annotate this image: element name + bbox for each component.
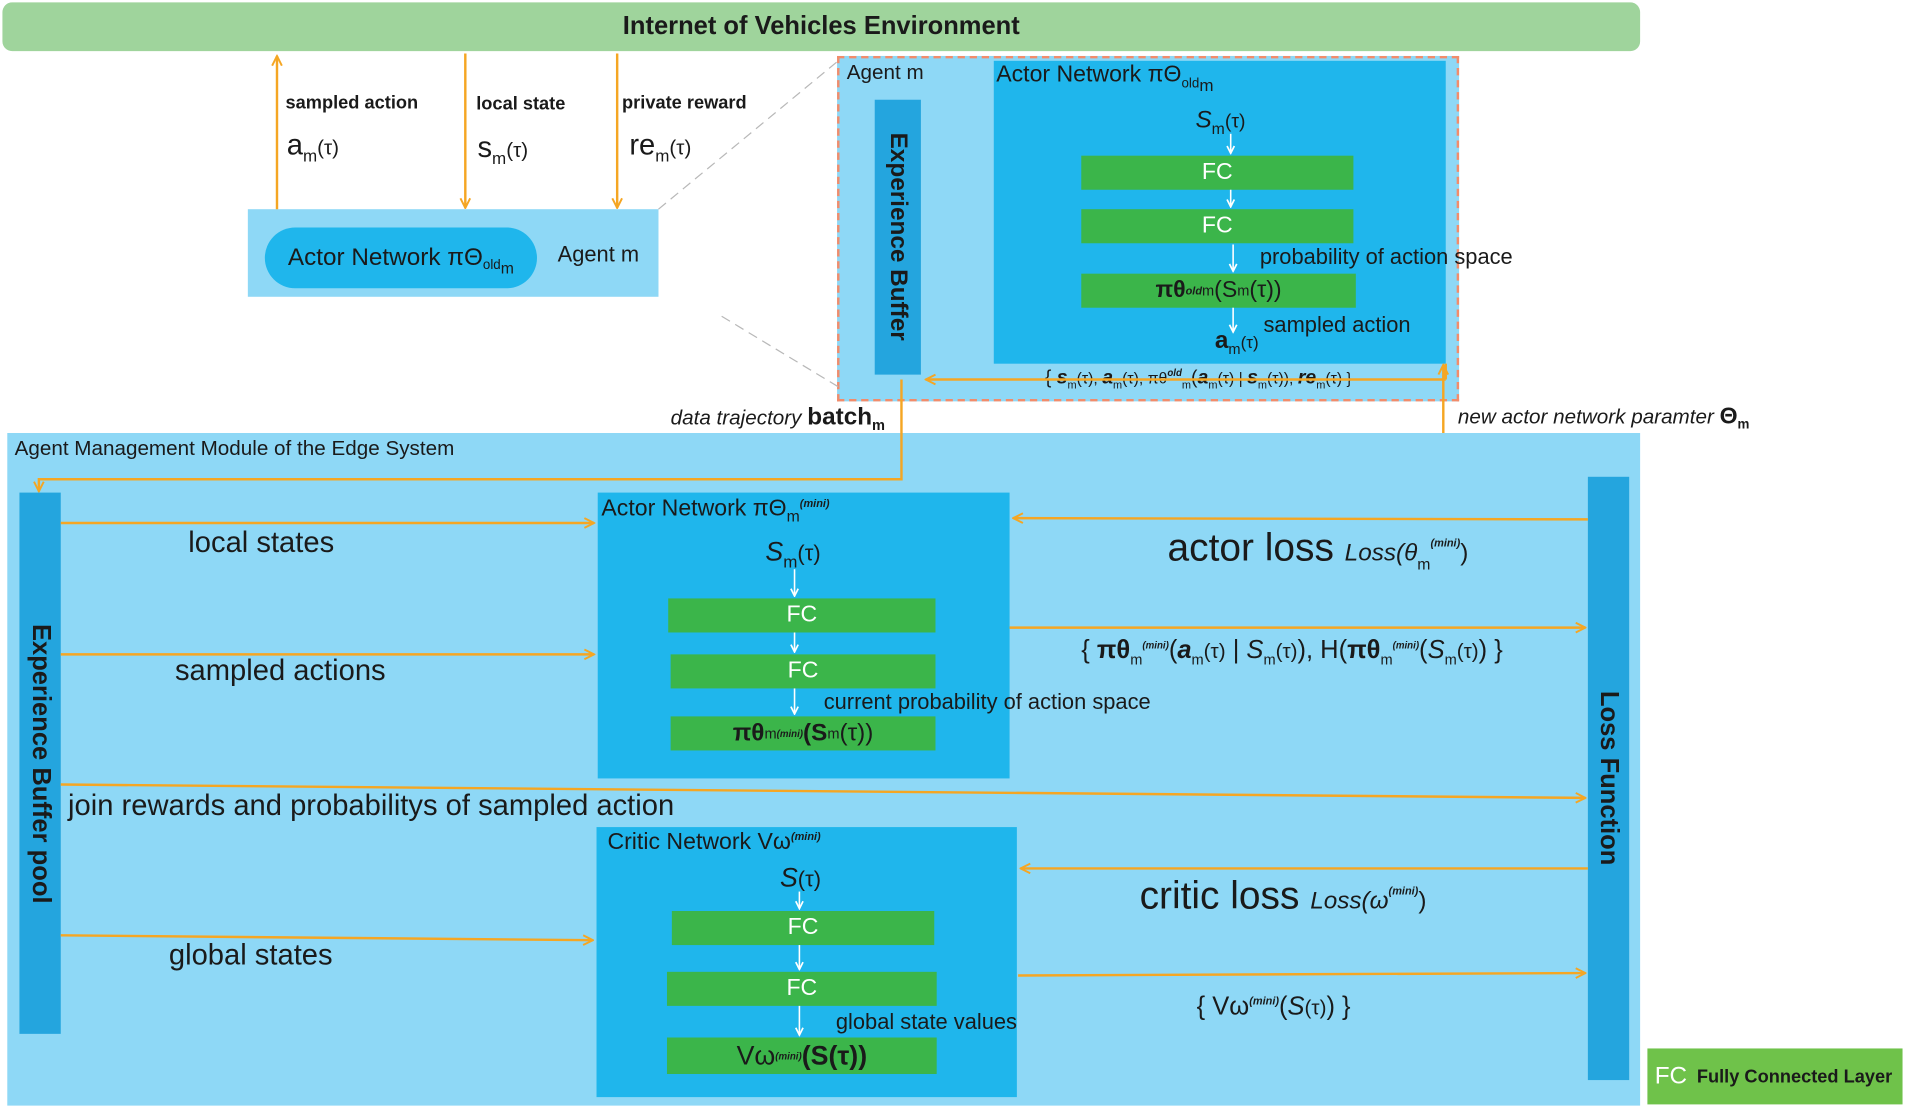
flow-global-states: global states bbox=[168, 938, 333, 972]
zoom-line-top bbox=[658, 60, 839, 210]
module-critic-input: S(τ) bbox=[779, 862, 822, 893]
critic-output-set: { Vω(mini)(S(τ)) } bbox=[1196, 992, 1351, 1021]
agent-actor-title: Actor Network πΘoldm bbox=[996, 62, 1214, 95]
local-state-label: local state bbox=[476, 93, 566, 115]
module-actor-title: Actor Network πΘm(mini) bbox=[601, 496, 830, 526]
top-actor-pill-sub2: m bbox=[500, 258, 514, 277]
module-actor-fc-2: FC bbox=[670, 654, 936, 689]
agent-trajectory-tuple: { sm(τ), am(τ), πθoldm(am(τ) | sm(τ)), r… bbox=[1044, 367, 1352, 392]
flow-sampled-actions: sampled actions bbox=[174, 654, 386, 688]
environment-title: Internet of Vehicles Environment bbox=[622, 12, 1020, 41]
agent-experience-buffer: Experience Buffer bbox=[874, 99, 921, 375]
private-reward-label: private reward bbox=[622, 92, 747, 114]
module-critic-output: Vω(mini)(S(τ)) bbox=[666, 1037, 937, 1074]
sampled-action-symbol: am(τ) bbox=[286, 128, 340, 166]
loss-function-label: Loss Function bbox=[1595, 691, 1624, 866]
environment-banner: Internet of Vehicles Environment bbox=[2, 2, 1641, 52]
critic-loss: critic loss Loss(ω(mini)) bbox=[1139, 873, 1427, 918]
top-agent-label: Agent m bbox=[557, 242, 640, 267]
sampled-action-label: sampled action bbox=[285, 92, 419, 114]
flow-local-states: local states bbox=[188, 526, 335, 560]
agent-detail-label: Agent m bbox=[846, 60, 924, 84]
agent-prob-label: probability of action space bbox=[1259, 244, 1513, 269]
agent-sampled-label: sampled action bbox=[1263, 312, 1411, 337]
module-actor-prob-label: current probability of action space bbox=[823, 689, 1151, 714]
management-module-title: Agent Management Module of the Edge Syst… bbox=[14, 436, 455, 460]
flow-join-rewards: join rewards and probabilitys of sampled… bbox=[68, 789, 675, 823]
arrow-global-states bbox=[60, 934, 593, 940]
top-actor-pill-text: Actor Network πΘ bbox=[287, 243, 483, 271]
private-reward-symbol: rem(τ) bbox=[629, 128, 692, 166]
experience-buffer-pool: Experience Buffer pool bbox=[19, 492, 61, 1034]
module-critic-fc-1: FC bbox=[671, 911, 935, 946]
legend: FC Fully Connected Layer bbox=[1647, 1048, 1903, 1105]
batch-label: data trajectory batchm bbox=[670, 403, 886, 434]
local-state-symbol: sm(τ) bbox=[477, 131, 529, 168]
new-param-label: new actor network paramter Θm bbox=[1457, 403, 1750, 433]
module-critic-title: Critic Network Vω(mini) bbox=[607, 829, 821, 856]
arrow-join-rewards bbox=[60, 783, 1586, 798]
arrow-critic-out bbox=[1018, 973, 1585, 975]
agent-experience-buffer-label: Experience Buffer bbox=[885, 133, 912, 342]
experience-buffer-pool-label: Experience Buffer pool bbox=[26, 623, 55, 904]
module-critic-fc-2: FC bbox=[666, 971, 937, 1006]
actor-loss: actor loss Loss(θm(mini)) bbox=[1167, 525, 1469, 574]
actor-output-set: { πθm(mini)(am(τ) | Sm(τ)), H(πθm(mini)(… bbox=[1081, 636, 1503, 668]
arrow-actor-loss bbox=[1013, 518, 1588, 519]
zoom-line-bottom bbox=[721, 315, 839, 388]
agent-fc-layer-1: FC bbox=[1081, 155, 1354, 190]
arrow-batch bbox=[39, 379, 903, 491]
module-critic-values-label: global state values bbox=[835, 1009, 1018, 1034]
module-actor-fc-1: FC bbox=[668, 598, 936, 633]
module-actor-input: Sm(τ) bbox=[765, 536, 821, 571]
top-actor-pill-sub: old bbox=[482, 257, 501, 273]
legend-text: Fully Connected Layer bbox=[1696, 1066, 1893, 1087]
legend-key: FC bbox=[1654, 1062, 1688, 1090]
agent-actor-input: Sm(τ) bbox=[1195, 107, 1246, 138]
agent-action-output: am(τ) bbox=[1214, 327, 1259, 358]
agent-fc-layer-2: FC bbox=[1081, 209, 1354, 244]
loss-function: Loss Function bbox=[1587, 476, 1630, 1081]
